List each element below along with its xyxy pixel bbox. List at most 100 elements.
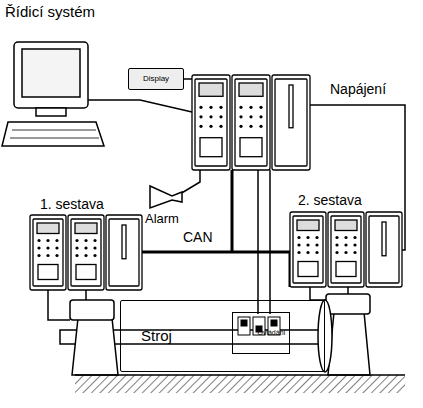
module-led — [75, 246, 78, 249]
module-led — [209, 115, 212, 118]
module-case — [272, 75, 310, 170]
module-led — [249, 125, 252, 128]
module-led — [239, 106, 242, 109]
module-slot — [382, 222, 386, 256]
module-slot — [289, 85, 293, 128]
module-case — [290, 212, 326, 287]
module-case — [366, 212, 402, 287]
module-unit — [106, 215, 142, 290]
module-unit — [30, 215, 66, 290]
module-case — [30, 215, 66, 290]
module-led — [46, 246, 49, 249]
machine-drawing — [60, 294, 405, 393]
module-led — [353, 236, 356, 239]
module-led — [93, 239, 96, 242]
module-led — [297, 251, 300, 254]
module-screen — [335, 220, 357, 231]
module-led — [344, 251, 347, 254]
module-led — [239, 125, 242, 128]
module-led — [315, 236, 318, 239]
module-screen — [75, 223, 97, 234]
module-led — [46, 239, 49, 242]
module-units — [30, 75, 402, 290]
module-led — [344, 243, 347, 246]
module-led — [259, 115, 262, 118]
module-terminal — [76, 265, 96, 280]
module-case — [232, 75, 270, 170]
module-front — [109, 219, 139, 286]
module-front — [275, 79, 307, 166]
module-led — [55, 246, 58, 249]
module-led — [315, 243, 318, 246]
module-front — [71, 219, 101, 286]
module-led — [259, 125, 262, 128]
module-case — [68, 215, 104, 290]
module-led — [209, 125, 212, 128]
module-terminal — [240, 138, 262, 157]
module-led — [219, 115, 222, 118]
module-led — [335, 236, 338, 239]
module-led — [315, 251, 318, 254]
module-led — [249, 106, 252, 109]
display-box: Display — [128, 68, 184, 90]
module-unit — [232, 75, 270, 170]
module-led — [335, 243, 338, 246]
module-case — [106, 215, 142, 290]
node-text: Ovládání — [257, 329, 285, 337]
module-led — [46, 254, 49, 257]
module-led — [55, 239, 58, 242]
module-terminal — [200, 138, 222, 157]
module-slot — [122, 225, 126, 259]
module-led — [306, 236, 309, 239]
can-bus — [124, 170, 290, 290]
module-led — [353, 243, 356, 246]
module-led — [93, 246, 96, 249]
module-led — [84, 254, 87, 257]
module-screen — [297, 220, 319, 231]
module-led — [37, 246, 40, 249]
module-led — [219, 125, 222, 128]
module-led — [93, 254, 96, 257]
module-led — [297, 236, 300, 239]
module-led — [75, 254, 78, 257]
node-text: Stroj — [141, 328, 172, 345]
module-led — [199, 115, 202, 118]
module-led — [75, 239, 78, 242]
module-unit — [328, 212, 364, 287]
system-label: Řídicí systém — [5, 4, 95, 21]
module-led — [306, 243, 309, 246]
module-screen — [37, 223, 59, 234]
module-led — [306, 251, 309, 254]
module-front — [369, 216, 399, 283]
module-unit — [192, 75, 230, 170]
module-unit — [366, 212, 402, 287]
alarm-label: Alarm — [145, 212, 179, 226]
group-label: 1. sestava — [40, 197, 104, 212]
module-led — [84, 239, 87, 242]
alarm-horn — [150, 186, 182, 208]
bus-label: CAN — [183, 230, 213, 245]
module-unit — [68, 215, 104, 290]
module-led — [344, 236, 347, 239]
module-case — [192, 75, 230, 170]
module-front — [195, 79, 227, 166]
group-label: 2. sestava — [298, 193, 362, 208]
module-led — [219, 106, 222, 109]
power-label: Napájení — [330, 82, 386, 97]
module-led — [335, 251, 338, 254]
node-text: Display — [143, 75, 169, 84]
module-unit — [272, 75, 310, 170]
module-led — [199, 106, 202, 109]
module-led — [55, 254, 58, 257]
module-front — [331, 216, 361, 283]
module-screen — [239, 83, 263, 96]
module-screen — [199, 83, 223, 96]
module-front — [293, 216, 323, 283]
module-front — [235, 79, 267, 166]
module-terminal — [38, 265, 58, 280]
module-led — [239, 115, 242, 118]
module-led — [37, 254, 40, 257]
module-case — [328, 212, 364, 287]
module-led — [209, 106, 212, 109]
module-led — [259, 106, 262, 109]
